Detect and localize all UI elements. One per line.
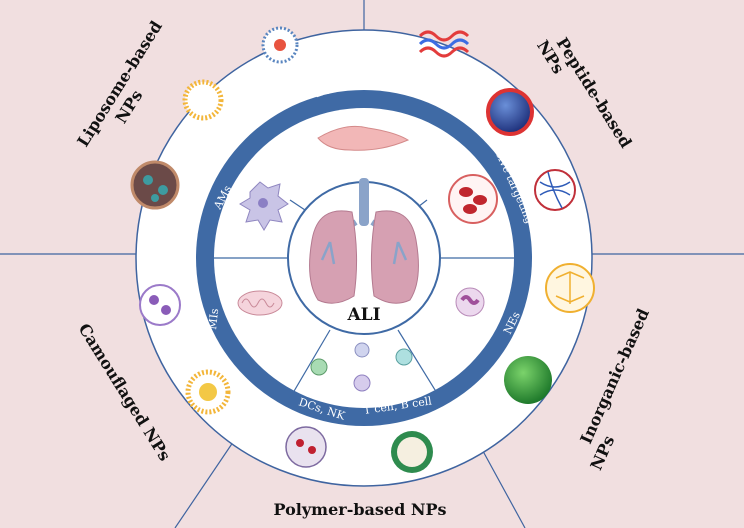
immune-cells-icon bbox=[310, 342, 413, 392]
neutrophil-icon bbox=[455, 287, 485, 317]
ring-label-mis: MIs bbox=[206, 307, 221, 330]
lungs-icon bbox=[309, 178, 419, 304]
camouflaged-cells-icon bbox=[139, 284, 181, 326]
liposome-loaded-icon bbox=[130, 160, 180, 210]
center-label: ALI bbox=[346, 305, 380, 325]
endothelial-cell-icon bbox=[317, 125, 410, 151]
polymer-loaded-icon bbox=[285, 426, 327, 468]
category-polymer-label: Polymer-based NPs bbox=[274, 500, 447, 519]
peptide-sphere-icon bbox=[486, 88, 534, 136]
category-inorganic-label: Inorganic-based NPs bbox=[568, 301, 673, 473]
liposome-sun-icon bbox=[182, 79, 224, 121]
ring-label-ecs: ECs bbox=[313, 82, 339, 101]
peptide-mesh-icon bbox=[534, 169, 576, 211]
camouflaged-sphere-icon bbox=[185, 369, 231, 415]
inorganic-sphere-icon bbox=[504, 356, 552, 404]
fullerene-icon bbox=[545, 263, 595, 313]
peptide-strands-icon bbox=[418, 30, 470, 58]
polymer-core-shell-icon bbox=[391, 431, 433, 473]
mitochondria-icon bbox=[237, 290, 283, 316]
red-blood-cells-icon bbox=[448, 174, 498, 224]
macrophage-icon bbox=[239, 181, 289, 231]
liposome-icon bbox=[261, 26, 299, 64]
